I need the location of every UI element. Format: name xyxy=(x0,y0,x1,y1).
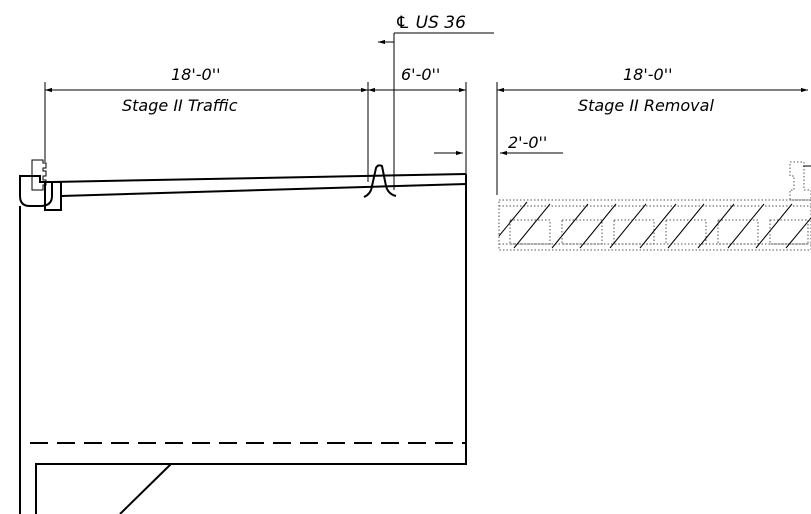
removal-hatching xyxy=(498,201,811,249)
dim-text-removal-label: Stage II Removal xyxy=(578,96,714,115)
void-4 xyxy=(665,219,707,245)
dim-text-median-width: 6'-0'' xyxy=(401,65,440,84)
void-2 xyxy=(561,219,603,245)
removal-outline xyxy=(498,199,811,251)
rail-post xyxy=(31,159,47,191)
void-3 xyxy=(613,219,655,245)
void-1 xyxy=(509,219,551,245)
median-barrier xyxy=(363,164,397,198)
removal-rail xyxy=(789,161,811,201)
centerline-label: ℄ US 36 xyxy=(395,13,466,33)
centerline-callout: ℄ US 36 xyxy=(378,13,494,50)
deck-top-line xyxy=(51,173,467,183)
left-railing xyxy=(19,159,62,211)
deck-bottom-line xyxy=(60,183,467,197)
haunch-line xyxy=(119,463,172,514)
curb xyxy=(19,175,53,207)
dim-stage-traffic: 18'-0'' Stage II Traffic xyxy=(44,65,369,182)
void-5 xyxy=(717,219,759,245)
dim-text-offset: 2'-0'' xyxy=(508,133,547,152)
wall-right-bottom xyxy=(35,184,467,514)
dim-text-traffic-width: 18'-0'' xyxy=(171,65,221,84)
dim-offset: 2'-0'' xyxy=(500,133,563,156)
dim-stage-removal: 18'-0'' Stage II Removal xyxy=(496,65,808,195)
dim-text-removal-width: 18'-0'' xyxy=(623,65,673,84)
removal-deck xyxy=(498,161,811,251)
dim-text-traffic-label: Stage II Traffic xyxy=(122,96,238,115)
